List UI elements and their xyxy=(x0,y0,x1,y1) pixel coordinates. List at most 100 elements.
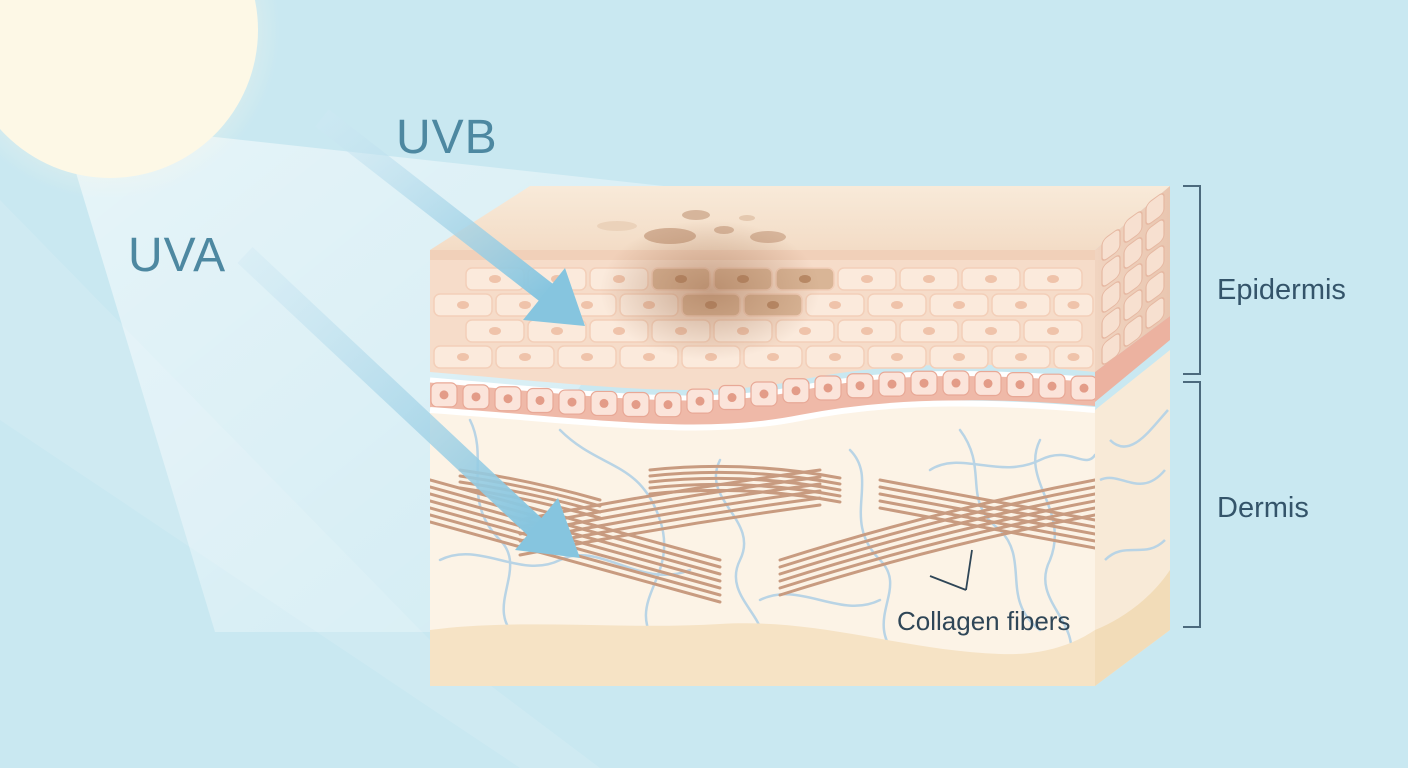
collagen-fiber xyxy=(878,492,1095,536)
cell-nucleus xyxy=(551,327,563,335)
basal-nucleus xyxy=(1047,381,1057,391)
melanin-patch xyxy=(600,220,820,360)
basal-nucleus xyxy=(759,389,769,399)
cell-nucleus xyxy=(1015,353,1027,361)
basal-nucleus xyxy=(1015,380,1025,390)
basal-nucleus xyxy=(791,386,801,396)
sun xyxy=(0,0,258,178)
dermis-front xyxy=(430,403,1095,686)
side-cell xyxy=(1101,307,1121,339)
side-cell xyxy=(1101,229,1121,261)
basal-nucleus xyxy=(599,398,609,408)
collagen-fiber xyxy=(648,464,842,480)
basal-nucleus xyxy=(951,378,961,388)
side-cell xyxy=(1145,297,1165,329)
basal-side xyxy=(1095,316,1170,402)
cell-nucleus xyxy=(1047,327,1059,335)
cell-nucleus xyxy=(861,327,873,335)
side-cell xyxy=(1145,271,1165,303)
basal-nucleus xyxy=(887,379,897,389)
dermis-border-top xyxy=(429,400,1096,431)
cell-nucleus xyxy=(519,301,531,309)
collagen-fibers xyxy=(430,464,1095,604)
cell-nucleus xyxy=(829,353,841,361)
cell-nucleus xyxy=(1047,275,1059,283)
cell-nucleus xyxy=(829,301,841,309)
collagen-fiber xyxy=(878,485,1095,529)
uva-arrowhead xyxy=(515,498,580,558)
basal-nucleus xyxy=(919,378,929,388)
uvb-arrow xyxy=(315,109,585,326)
dermis-label: Dermis xyxy=(1217,492,1309,524)
collagen-fiber xyxy=(778,485,1095,569)
cell-nucleus xyxy=(953,353,965,361)
cell-nucleus xyxy=(767,353,779,361)
vessel xyxy=(928,453,1095,472)
collagen-fiber xyxy=(778,506,1095,590)
basal-nucleus xyxy=(983,379,993,389)
basal-nucleus xyxy=(727,393,737,403)
side-cell xyxy=(1123,263,1143,295)
cell-nucleus xyxy=(799,327,811,335)
side-cell xyxy=(1101,281,1121,313)
cell-nucleus xyxy=(457,353,469,361)
collagen-fiber xyxy=(778,492,1095,576)
cell-nucleus xyxy=(643,353,655,361)
collagen-fiber xyxy=(648,476,842,492)
collagen-fiber xyxy=(430,499,722,583)
side-cells xyxy=(1101,193,1165,365)
cell-nucleus xyxy=(1015,301,1027,309)
vessel xyxy=(848,448,902,662)
cell-nucleus xyxy=(1067,353,1080,361)
collagen-fiber xyxy=(778,478,1095,562)
vessel xyxy=(1033,438,1073,662)
basal-cells xyxy=(430,370,1098,418)
uvb-label: UVB xyxy=(396,111,498,164)
epidermis-bracket xyxy=(1183,185,1201,375)
basal-nucleus xyxy=(663,400,673,410)
basal-nucleus xyxy=(823,383,833,393)
side-cell xyxy=(1101,333,1121,365)
skin-surface xyxy=(430,186,1170,250)
vessel xyxy=(758,593,882,607)
collagen-fiber xyxy=(778,513,1095,597)
side-cell xyxy=(1145,193,1165,225)
basal-nucleus xyxy=(471,392,481,402)
basal-nucleus xyxy=(695,396,705,406)
vessel xyxy=(558,428,666,652)
side-cell xyxy=(1123,237,1143,269)
fat-side xyxy=(1095,570,1170,686)
basal-nucleus xyxy=(439,390,449,400)
cell-nucleus xyxy=(581,301,593,309)
collagen-fiber xyxy=(430,492,722,576)
uvb-arrowhead xyxy=(523,268,585,326)
collagen-fiber xyxy=(648,470,842,486)
subcutaneous-layer xyxy=(430,623,1095,686)
cell-nucleus xyxy=(953,301,965,309)
basal-nucleus xyxy=(535,395,545,405)
light-beam-secondary xyxy=(0,200,600,768)
collagen-fiber xyxy=(778,499,1095,583)
collagen-fiber xyxy=(430,485,722,569)
dermis-bracket xyxy=(1183,381,1201,628)
cell-nucleus xyxy=(581,353,593,361)
cell-nucleus xyxy=(891,353,903,361)
side-vessels xyxy=(1099,409,1169,561)
collagen-fiber xyxy=(458,486,602,520)
cell-nucleus xyxy=(923,327,935,335)
basal-nucleus xyxy=(1079,383,1089,393)
basal-nucleus xyxy=(567,397,577,407)
cell-nucleus xyxy=(985,327,997,335)
uva-arrow xyxy=(237,246,580,558)
cell-nucleus xyxy=(489,327,501,335)
cell-nucleus xyxy=(985,275,997,283)
collagen-fiber xyxy=(430,520,722,604)
cell-nucleus xyxy=(489,275,501,283)
collagen-fiber xyxy=(878,499,1095,543)
side-cell xyxy=(1123,315,1143,347)
side-cell xyxy=(1145,245,1165,277)
side-cell xyxy=(1123,289,1143,321)
cell-nucleus xyxy=(861,275,873,283)
cell-nucleus xyxy=(457,301,469,309)
